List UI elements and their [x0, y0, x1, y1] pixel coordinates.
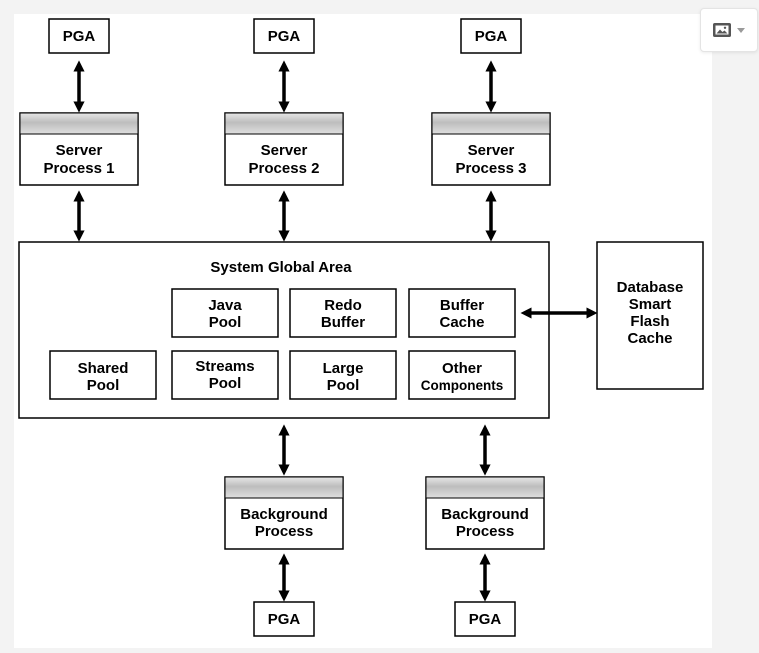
svg-text:Background: Background [240, 506, 328, 523]
diagram-canvas: PGA PGA PGA Server Process 1 Server Proc… [14, 14, 712, 648]
svg-text:Flash: Flash [630, 313, 669, 330]
svg-text:Other: Other [442, 360, 482, 377]
pga-box-bottom-1: PGA [253, 601, 315, 637]
svg-text:PGA: PGA [475, 28, 508, 45]
svg-text:Pool: Pool [209, 375, 242, 392]
svg-text:Process 3: Process 3 [456, 160, 527, 177]
sga-title: System Global Area [210, 259, 352, 276]
pga-box-top-2: PGA [253, 18, 315, 54]
caret-down-icon [737, 27, 745, 33]
svg-text:Cache: Cache [627, 330, 672, 347]
svg-text:PGA: PGA [268, 28, 301, 45]
database-smart-flash-cache: Database Smart Flash Cache [596, 241, 704, 390]
svg-text:Database: Database [617, 279, 684, 296]
svg-text:Pool: Pool [87, 377, 120, 394]
svg-text:Pool: Pool [209, 314, 242, 331]
svg-text:PGA: PGA [268, 611, 301, 628]
svg-text:Buffer: Buffer [440, 297, 484, 314]
pga-box-top-1: PGA [48, 18, 110, 54]
server-process-3: Server Process 3 [431, 112, 551, 186]
svg-text:Process: Process [255, 523, 313, 540]
svg-text:Process 1: Process 1 [44, 160, 115, 177]
svg-text:Redo: Redo [324, 297, 362, 314]
pga-box-top-3: PGA [460, 18, 522, 54]
streams-pool-box: Streams Pool [171, 350, 279, 400]
large-pool-box: Large Pool [289, 350, 397, 400]
svg-text:Server: Server [261, 142, 308, 159]
svg-text:Shared: Shared [78, 360, 129, 377]
svg-text:Server: Server [56, 142, 103, 159]
other-components-box: Other Components [408, 350, 516, 400]
svg-text:Process 2: Process 2 [249, 160, 320, 177]
svg-text:Streams: Streams [195, 358, 254, 375]
svg-text:Smart: Smart [629, 296, 672, 313]
image-icon [713, 23, 731, 37]
svg-text:PGA: PGA [63, 28, 96, 45]
shared-pool-box: Shared Pool [49, 350, 157, 400]
svg-text:Pool: Pool [327, 377, 360, 394]
svg-text:Background: Background [441, 506, 529, 523]
svg-text:Large: Large [323, 360, 364, 377]
svg-text:Components: Components [421, 378, 504, 393]
background-process-2: Background Process [425, 476, 545, 550]
svg-text:Java: Java [208, 297, 242, 314]
svg-text:Server: Server [468, 142, 515, 159]
svg-text:Process: Process [456, 523, 514, 540]
architecture-diagram: PGA PGA PGA Server Process 1 Server Proc… [18, 18, 704, 637]
buffer-cache-box: Buffer Cache [408, 288, 516, 338]
redo-buffer-box: Redo Buffer [289, 288, 397, 338]
svg-text:PGA: PGA [469, 611, 502, 628]
svg-text:Cache: Cache [439, 314, 484, 331]
java-pool-box: Java Pool [171, 288, 279, 338]
image-options-button[interactable] [700, 8, 758, 52]
svg-text:Buffer: Buffer [321, 314, 365, 331]
background-process-1: Background Process [224, 476, 344, 550]
server-process-2: Server Process 2 [224, 112, 344, 186]
server-process-1: Server Process 1 [19, 112, 139, 186]
pga-box-bottom-2: PGA [454, 601, 516, 637]
